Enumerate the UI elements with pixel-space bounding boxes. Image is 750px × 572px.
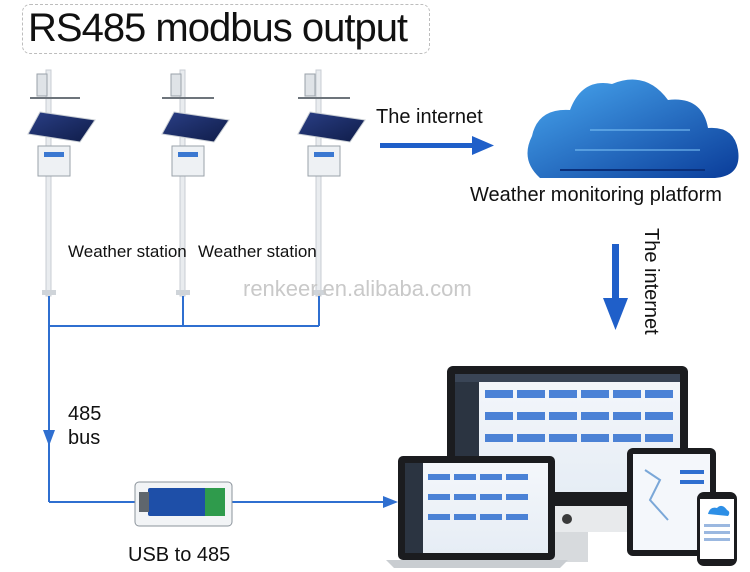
station-label-2: Weather station bbox=[198, 242, 317, 261]
converter-label: USB to 485 bbox=[128, 544, 231, 566]
smartphone bbox=[697, 492, 737, 566]
bus-label: 485 bus bbox=[68, 402, 101, 450]
cloud-platform-icon bbox=[527, 79, 739, 178]
watermark: renkeer.en.alibaba.com bbox=[243, 276, 472, 301]
weather-station-2 bbox=[161, 69, 230, 297]
page-title: RS485 modbus output bbox=[28, 6, 408, 50]
weather-station-3 bbox=[297, 69, 366, 297]
internet-label-top: The internet bbox=[376, 106, 483, 128]
internet-arrow-down bbox=[603, 244, 628, 330]
weather-station-1 bbox=[27, 69, 96, 297]
title-frame bbox=[22, 4, 430, 54]
bus-label-line2: bus bbox=[68, 427, 101, 449]
platform-label: Weather monitoring platform bbox=[470, 184, 722, 206]
rs485-bus bbox=[48, 296, 390, 503]
station-label-1: Weather station bbox=[68, 242, 187, 261]
bus-label-line1: 485 bbox=[68, 403, 102, 425]
usb-to-485-converter bbox=[134, 481, 233, 527]
laptop bbox=[386, 456, 568, 568]
internet-label-vertical: The internet bbox=[640, 228, 662, 335]
bus-right-arrow bbox=[383, 496, 398, 508]
bus-down-arrow bbox=[43, 430, 55, 446]
internet-arrow-right bbox=[380, 136, 494, 155]
